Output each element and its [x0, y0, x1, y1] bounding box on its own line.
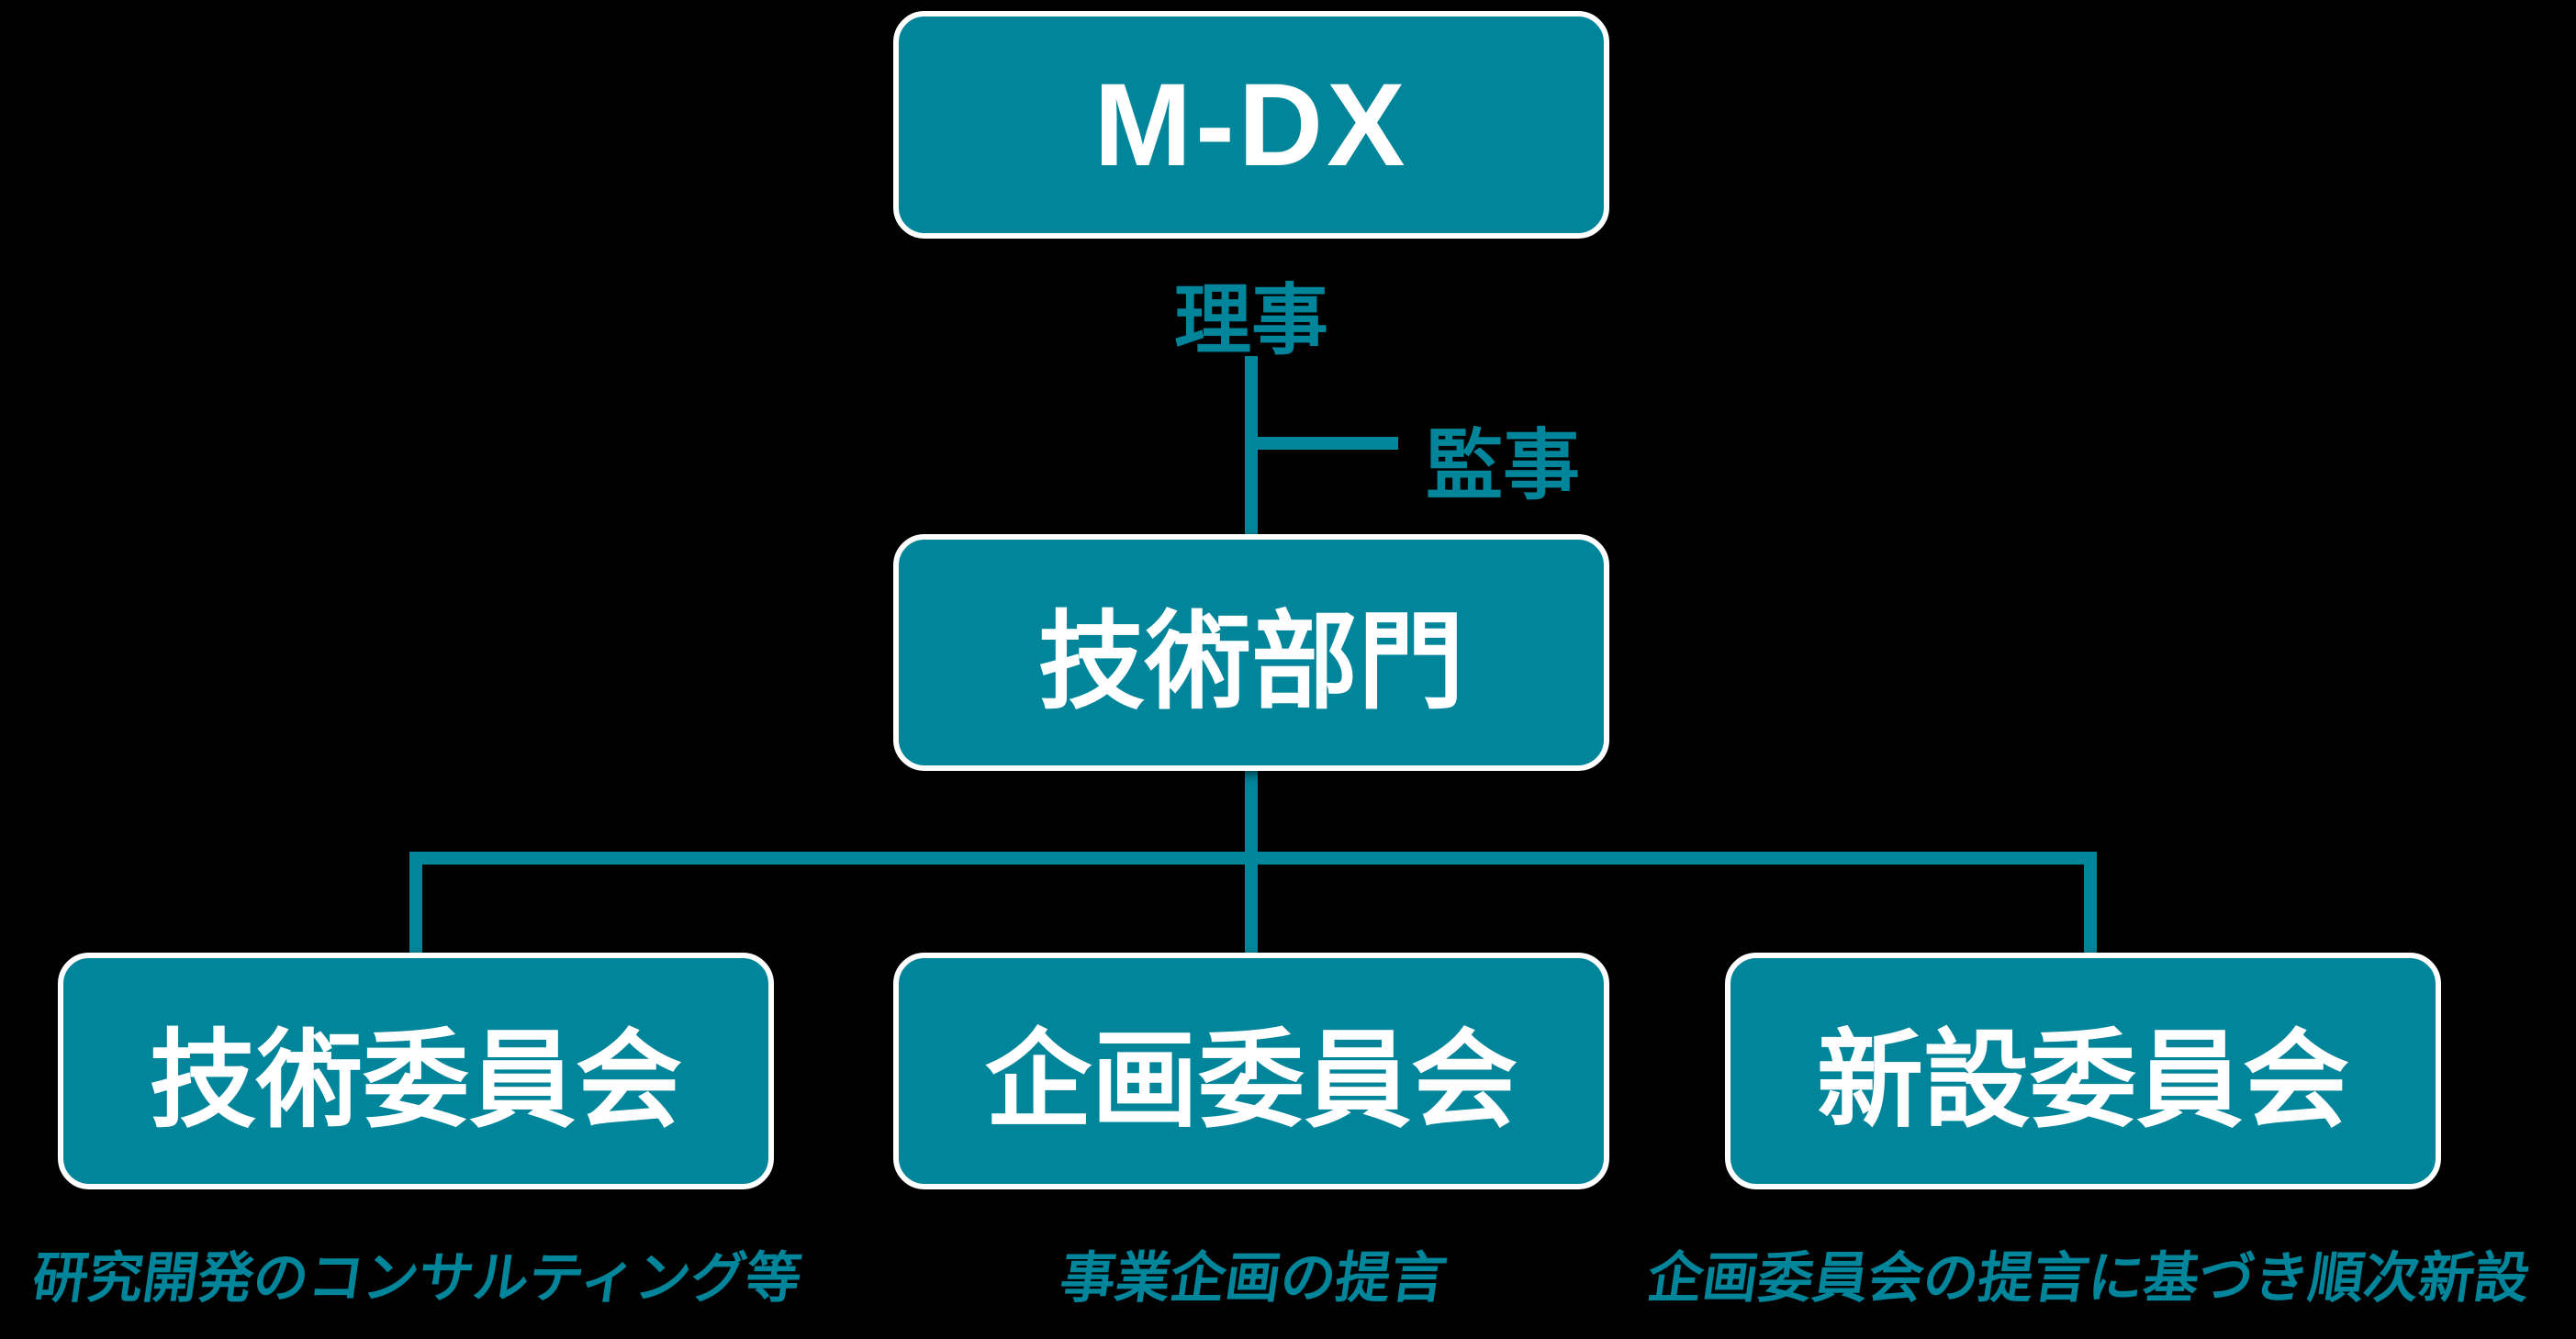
committee-caption-planning: 事業企画の提言: [1056, 1247, 1451, 1309]
committee-node-label: 新設委員会: [1817, 1021, 2349, 1140]
auditor-label: 監事: [1426, 422, 1581, 508]
department-node-label: 技術部門: [1038, 602, 1464, 721]
department-node-box: 技術部門: [893, 534, 1609, 771]
connector-drop-right-committee: [2084, 852, 2097, 954]
committee-node-planning: 企画委員会: [893, 953, 1609, 1189]
connector-auditor-branch: [1251, 437, 1398, 450]
connector-horizontal-bus: [409, 852, 2097, 865]
root-node-box: M-DX: [893, 11, 1609, 239]
director-label: 理事: [1173, 277, 1329, 363]
root-node-label: M-DX: [1093, 59, 1409, 191]
committee-node-new: 新設委員会: [1725, 953, 2441, 1189]
committee-node-label: 技術委員会: [150, 1021, 682, 1140]
connector-drop-left-committee: [409, 852, 422, 954]
committee-caption-new: 企画委員会の提言に基づき順次新設: [1643, 1247, 2535, 1309]
committee-caption-technical: 研究開発のコンサルティング等: [28, 1247, 806, 1309]
committee-node-label: 企画委員会: [985, 1021, 1518, 1140]
committee-node-technical: 技術委員会: [58, 953, 774, 1189]
